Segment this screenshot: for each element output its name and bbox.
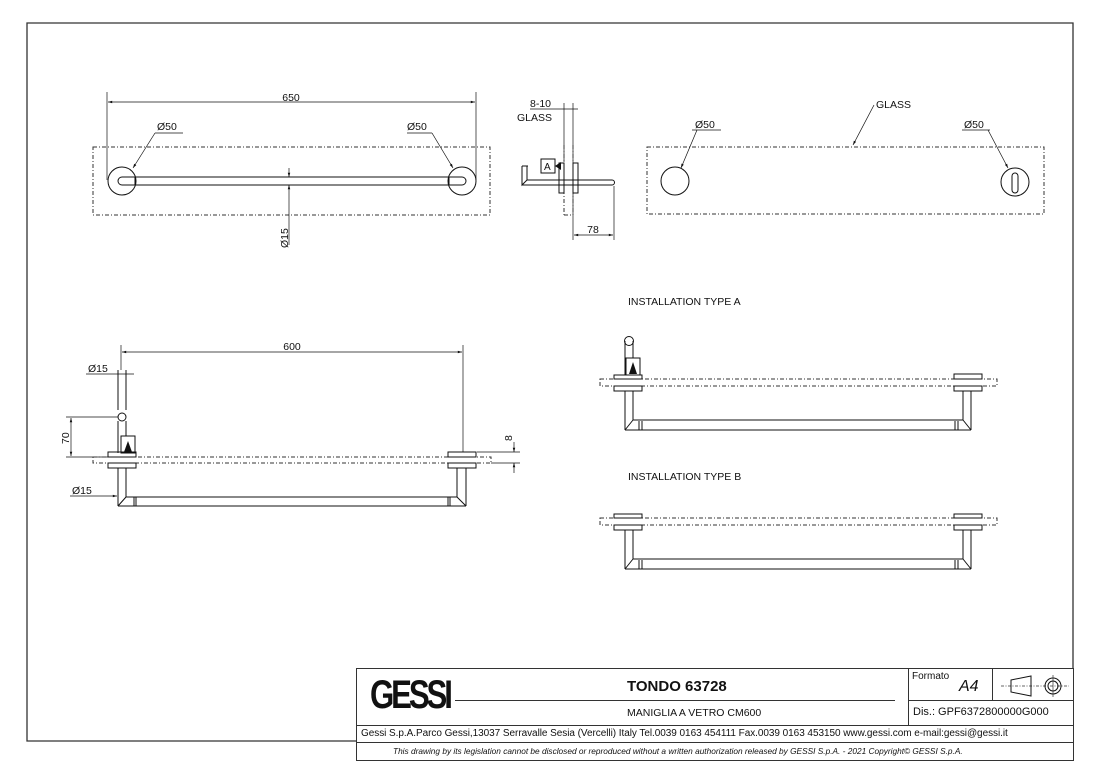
dimension-600: 600 xyxy=(283,341,301,353)
format-value: A4 xyxy=(959,678,979,695)
right-knob xyxy=(1000,167,1030,197)
dimension-8: 8 xyxy=(503,435,515,441)
drawing-frame xyxy=(26,22,1074,742)
first-angle-projection-icon xyxy=(1001,675,1069,697)
glass-thickness: 8-10 xyxy=(530,98,551,110)
dimension-70: 70 xyxy=(60,432,72,444)
bar-diameter: Ø15 xyxy=(279,228,291,248)
top-view: 650 Ø50 Ø50 Ø15 xyxy=(92,92,491,248)
bar xyxy=(117,176,467,186)
glass-label: GLASS xyxy=(876,99,911,111)
right-knob-diameter: Ø50 xyxy=(407,121,427,133)
left-knob xyxy=(107,166,137,196)
title-block: GESSI TONDO 63728 MANIGLIA A VETRO CM600… xyxy=(356,668,1074,761)
glass-label: GLASS xyxy=(517,112,552,124)
title-underline xyxy=(455,700,895,701)
back-view: Ø50 Ø50 GLASS xyxy=(646,99,1045,215)
company-info-row: Gessi S.p.A.Parco Gessi,13037 Serravalle… xyxy=(357,725,1073,743)
top-bar-diameter: Ø15 xyxy=(88,363,108,375)
glass-outline xyxy=(92,146,491,216)
company-info: Gessi S.p.A.Parco Gessi,13037 Serravalle… xyxy=(361,728,1008,739)
detail-marker: A xyxy=(544,162,551,173)
format-label: Formato xyxy=(912,671,950,682)
bottom-bar-diameter: Ø15 xyxy=(72,485,92,497)
logo-cell: GESSI xyxy=(357,669,455,725)
right-knob xyxy=(447,166,477,196)
installation-a-title: INSTALLATION TYPE A xyxy=(628,296,741,308)
legal-notice: This drawing by its legislation cannot b… xyxy=(393,746,963,756)
glass-outline xyxy=(92,456,492,464)
product-title: TONDO 63728 xyxy=(627,678,727,695)
left-knob-diameter: Ø50 xyxy=(157,121,177,133)
dimension-78: 78 xyxy=(587,224,599,236)
right-diameter: Ø50 xyxy=(964,119,984,131)
installation-type-a: INSTALLATION TYPE A xyxy=(599,296,998,431)
product-subtitle: MANIGLIA A VETRO CM600 xyxy=(627,707,762,719)
installation-b-title: INSTALLATION TYPE B xyxy=(628,471,741,483)
glass-outline xyxy=(646,146,1045,215)
drawing-number: Dis.: GPF6372800000G000 xyxy=(913,706,1049,718)
front-view: 600 Ø15 70 Ø1 xyxy=(60,341,520,507)
gessi-logo: GESSI xyxy=(370,673,453,717)
installation-type-b: INSTALLATION TYPE B xyxy=(599,471,998,570)
left-diameter: Ø50 xyxy=(695,119,715,131)
format-cell: Formato A4 xyxy=(908,669,993,701)
side-view: 8-10 GLASS A 78 xyxy=(517,98,615,240)
left-knob xyxy=(660,166,690,196)
drawing-number-cell: Dis.: GPF6372800000G000 xyxy=(908,701,1074,725)
projection-symbol-cell xyxy=(993,669,1074,701)
dimension-650: 650 xyxy=(282,92,300,104)
